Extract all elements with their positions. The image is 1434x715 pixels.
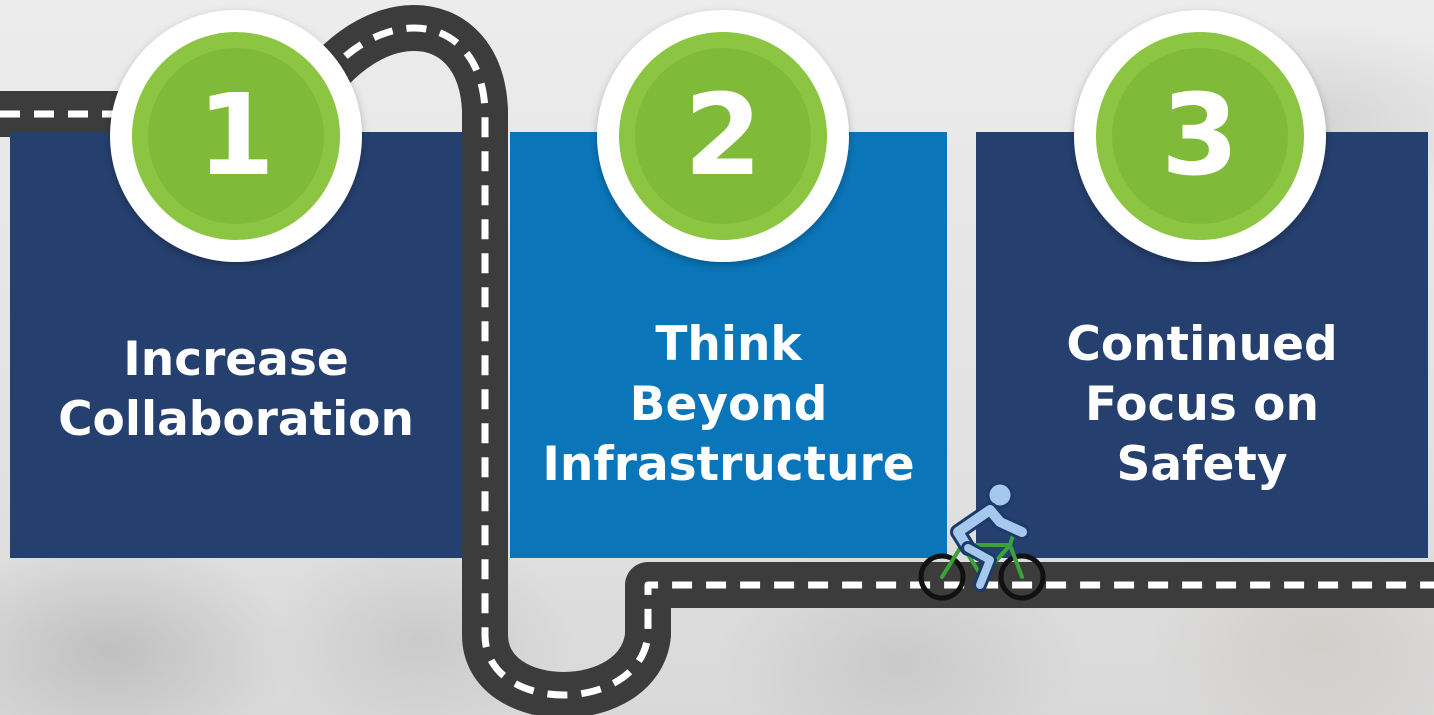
step-2-title-line-3: Infrastructure — [542, 437, 915, 492]
step-1-title: Increase Collaboration — [58, 240, 414, 450]
step-1-number: 1 — [197, 71, 275, 201]
step-1-title-line-2: Collaboration — [58, 392, 414, 447]
step-1-badge: 1 — [110, 10, 362, 262]
step-2-title-line-1: Think — [655, 317, 802, 372]
step-2-number: 2 — [684, 71, 762, 201]
step-3-badge: 3 — [1074, 10, 1326, 262]
step-2-title-line-2: Beyond — [629, 377, 828, 432]
step-3-title-line-2: Focus on — [1085, 377, 1319, 432]
step-3-title-line-1: Continued — [1066, 317, 1338, 372]
step-2-title: Think Beyond Infrastructure — [542, 195, 914, 495]
step-3-title-line-3: Safety — [1116, 437, 1288, 492]
step-2-badge: 2 — [597, 10, 849, 262]
step-3-title: Continued Focus on Safety — [1066, 195, 1337, 495]
step-1-title-line-1: Increase — [123, 332, 349, 387]
step-3-number: 3 — [1161, 71, 1239, 201]
